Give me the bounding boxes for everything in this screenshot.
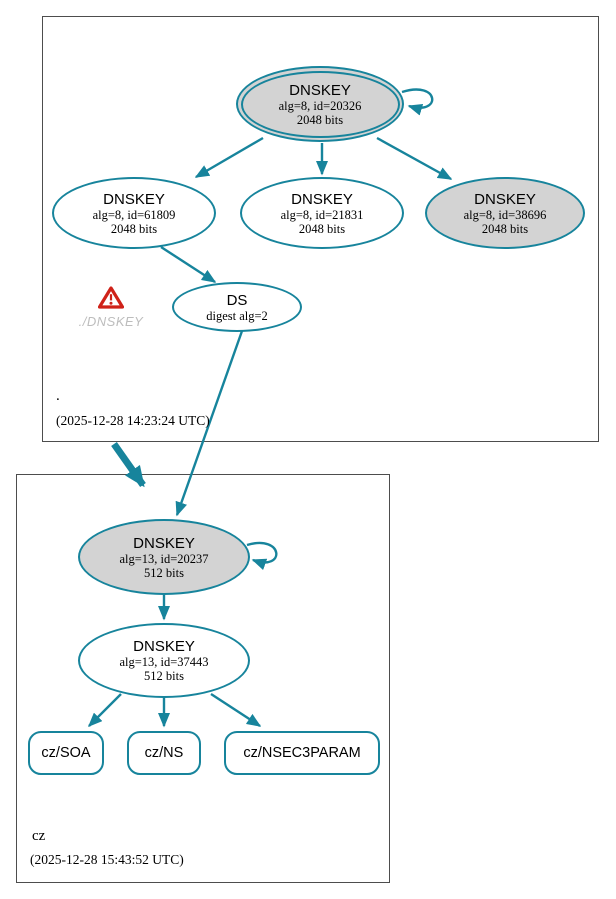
warning-icon xyxy=(97,286,125,309)
node-title: DNSKEY xyxy=(103,190,165,208)
node-alg: alg=8, id=61809 xyxy=(92,207,176,222)
node-root-key-61809[interactable]: DNSKEY alg=8, id=61809 2048 bits xyxy=(52,177,216,249)
node-bits: 512 bits xyxy=(144,669,184,683)
rrset-label: cz/NSEC3PARAM xyxy=(243,745,361,761)
cz-zone-name: cz xyxy=(32,828,46,844)
node-alg: alg=13, id=20237 xyxy=(119,551,209,566)
node-title: DS xyxy=(226,291,248,309)
node-cz-zsk-37443[interactable]: DNSKEY alg=13, id=37443 512 bits xyxy=(78,623,250,698)
root-zone-timestamp: (2025-12-28 14:23:24 UTC) xyxy=(56,413,210,428)
node-alg: alg=8, id=20326 xyxy=(278,98,362,113)
node-title: DNSKEY xyxy=(133,534,195,552)
node-digest: digest alg=2 xyxy=(206,308,268,323)
root-zone-cluster xyxy=(42,16,599,442)
node-cz-ksk-20237[interactable]: DNSKEY alg=13, id=20237 512 bits xyxy=(78,519,250,595)
warning-label: ./DNSKEY xyxy=(78,314,144,329)
rrset-label: cz/SOA xyxy=(41,745,91,761)
node-title: DNSKEY xyxy=(474,190,536,208)
node-rrset-cz-ns[interactable]: cz/NS xyxy=(127,731,201,775)
root-dnskey-warning[interactable]: ./DNSKEY xyxy=(71,286,151,329)
node-rrset-cz-soa[interactable]: cz/SOA xyxy=(28,731,104,775)
rrset-label: cz/NS xyxy=(144,745,184,761)
root-zone-name: . xyxy=(56,388,60,404)
node-bits: 2048 bits xyxy=(110,221,158,236)
node-bits: 2048 bits xyxy=(296,112,344,127)
node-bits: 2048 bits xyxy=(481,221,529,236)
node-title: DNSKEY xyxy=(291,190,353,208)
node-root-ksk-20326[interactable]: DNSKEY alg=8, id=20326 2048 bits xyxy=(236,66,404,142)
node-root-ds[interactable]: DS digest alg=2 xyxy=(172,282,302,332)
node-title: DNSKEY xyxy=(289,81,351,99)
node-root-key-21831[interactable]: DNSKEY alg=8, id=21831 2048 bits xyxy=(240,177,404,249)
node-root-key-38696[interactable]: DNSKEY alg=8, id=38696 2048 bits xyxy=(425,177,585,249)
node-bits: 512 bits xyxy=(144,565,184,580)
node-title: DNSKEY xyxy=(133,638,195,655)
node-alg: alg=8, id=38696 xyxy=(463,207,547,222)
node-rrset-cz-nsec3param[interactable]: cz/NSEC3PARAM xyxy=(224,731,380,775)
node-alg: alg=8, id=21831 xyxy=(280,207,364,222)
cz-zone-timestamp: (2025-12-28 15:43:52 UTC) xyxy=(30,852,184,867)
node-alg: alg=13, id=37443 xyxy=(119,655,209,669)
node-bits: 2048 bits xyxy=(298,221,346,236)
